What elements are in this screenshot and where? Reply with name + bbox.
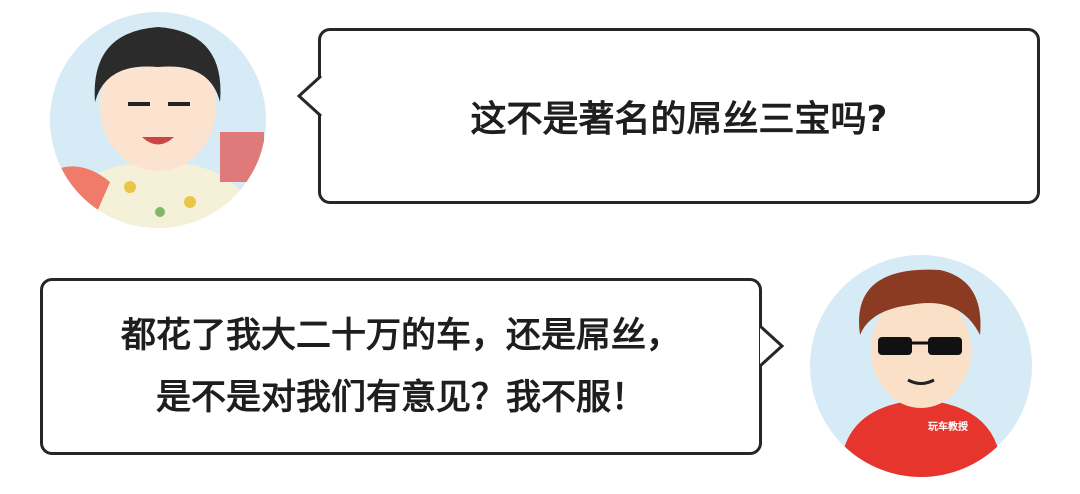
bubble-text-line-1: 都花了我大二十万的车，还是屌丝， xyxy=(120,315,681,356)
bubble-text: 这不是著名的屌丝三宝吗? xyxy=(470,99,888,140)
avatar-curly-hair-character xyxy=(50,12,266,228)
bubble-tail-left xyxy=(296,74,322,118)
speech-bubble-reply: 都花了我大二十万的车，还是屌丝， 是不是对我们有意见？我不服！ xyxy=(40,278,762,455)
bubble-tail-right xyxy=(759,324,785,368)
bubble-text-line-2: 是不是对我们有意见？我不服！ xyxy=(155,377,646,418)
svg-text:玩车教授: 玩车教授 xyxy=(928,420,969,433)
speech-bubble-question: 这不是著名的屌丝三宝吗? xyxy=(318,28,1040,204)
avatar-sunglasses-character: 玩车教授 xyxy=(810,255,1032,477)
